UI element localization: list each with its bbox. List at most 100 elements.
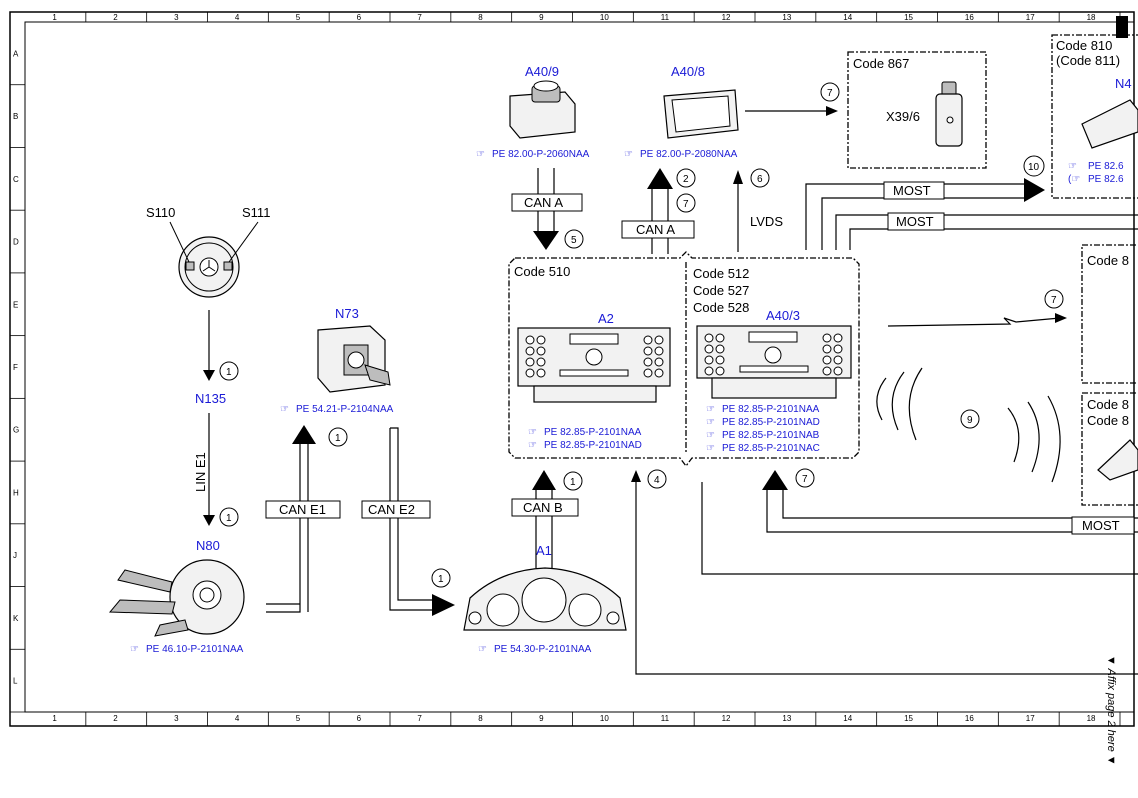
- grid-col-label: 12: [722, 13, 731, 22]
- grid-col-label: 2: [113, 714, 118, 723]
- ref-a2-icon-1: ☞: [528, 427, 537, 438]
- grid-col-label: 4: [235, 714, 240, 723]
- usb-connector-icon: [935, 81, 963, 147]
- ref-a40-3-icon-1: ☞: [706, 404, 715, 415]
- label-code-8-g2: Code 8: [1087, 413, 1129, 428]
- grid-col-label: 11: [661, 13, 670, 22]
- radio-button-icon: [654, 357, 664, 367]
- grid-col-label: 8: [478, 714, 483, 723]
- radio-button-icon: [536, 357, 546, 367]
- ref-a40-3-4: PE 82.85-P-2101NAC: [722, 443, 820, 454]
- ref-n80-icon: ☞: [130, 644, 139, 655]
- grid-row-label: D: [13, 238, 19, 247]
- radio-button-icon: [654, 368, 664, 378]
- grid-col-label: 13: [782, 714, 791, 723]
- grid-col-label: 10: [600, 13, 609, 22]
- circle-7d: 7: [1051, 295, 1057, 306]
- label-x39-6: X39/6: [886, 109, 920, 124]
- circle-1e: 1: [570, 477, 576, 488]
- grid-col-label: 7: [417, 714, 422, 723]
- head-unit-envelope: [508, 251, 860, 468]
- radio-button-icon: [536, 346, 546, 356]
- ignition-switch-icon: [317, 325, 391, 393]
- grid-col-label: 6: [357, 13, 362, 22]
- label-can-b: CAN B: [523, 500, 563, 515]
- label-s110: S110: [146, 205, 175, 220]
- ref-n73: PE 54.21-P-2104NAA: [296, 404, 394, 415]
- label-can-e2: CAN E2: [368, 502, 415, 517]
- grid-col-label: 17: [1026, 13, 1035, 22]
- radio-button-icon: [822, 333, 832, 343]
- radio-button-icon: [822, 355, 832, 365]
- circle-1b: 1: [226, 513, 232, 524]
- label-a2: A2: [598, 311, 614, 326]
- radio-button-icon: [833, 344, 843, 354]
- grid-row-label: J: [13, 551, 17, 560]
- circle-1a: 1: [226, 367, 232, 378]
- radio-button-icon: [715, 355, 725, 365]
- ref-a40-3-icon-3: ☞: [706, 430, 715, 441]
- radio-button-icon: [704, 366, 714, 376]
- ref-a40-3-icon-4: ☞: [706, 443, 715, 454]
- ref-a2-1: PE 82.85-P-2101NAA: [544, 427, 642, 438]
- corner-mark: [1116, 16, 1128, 38]
- grid-col-label: 16: [965, 714, 974, 723]
- label-code-8-e: Code 8: [1087, 253, 1129, 268]
- grid-col-label: 9: [539, 13, 544, 22]
- grid-col-label: 12: [722, 714, 731, 723]
- label-code-528: Code 528: [693, 300, 749, 315]
- circle-9: 9: [967, 415, 973, 426]
- ref-a40-8: PE 82.00-P-2080NAA: [640, 149, 738, 160]
- ref-a40-3-3: PE 82.85-P-2101NAB: [722, 430, 820, 441]
- circle-10: 10: [1028, 162, 1040, 173]
- ref-right-2: PE 82.6: [1088, 174, 1124, 185]
- label-s111: S111: [242, 205, 270, 220]
- grid-row-label: B: [13, 112, 18, 121]
- ref-a2-icon-2: ☞: [528, 440, 537, 451]
- label-code-8-g1: Code 8: [1087, 397, 1129, 412]
- grid-row-label: L: [13, 677, 18, 686]
- grid-col-label: 16: [965, 13, 974, 22]
- most-1-box: [883, 181, 945, 200]
- radio-button-icon: [715, 366, 725, 376]
- ref-n73-icon: ☞: [280, 404, 289, 415]
- circle-7a: 7: [827, 88, 833, 99]
- label-n4x: N4: [1115, 76, 1132, 91]
- grid-col-label: 11: [661, 714, 670, 723]
- radio-button-icon: [525, 368, 535, 378]
- label-code-510: Code 510: [514, 264, 570, 279]
- circle-2: 2: [683, 174, 689, 185]
- ref-right-icon-1: ☞: [1068, 161, 1077, 172]
- grid-col-label: 1: [52, 714, 57, 723]
- circle-4: 4: [654, 475, 660, 486]
- ref-right-1: PE 82.6: [1088, 161, 1124, 172]
- grid-ticks: 1122334455667788991010111112121313141415…: [10, 12, 1121, 726]
- grid-col-label: 15: [904, 13, 913, 22]
- instrument-cluster-icon: [463, 567, 627, 631]
- label-most-1: MOST: [893, 183, 931, 198]
- grid-row-label: C: [13, 175, 19, 184]
- radio-button-icon: [536, 368, 546, 378]
- label-most-2: MOST: [896, 214, 934, 229]
- grid-col-label: 1: [52, 13, 57, 22]
- label-code-810: Code 810: [1056, 38, 1112, 53]
- grid-col-label: 4: [235, 13, 240, 22]
- ref-a40-9-icon: ☞: [476, 149, 485, 160]
- grid-col-label: 10: [600, 714, 609, 723]
- radio-button-icon: [654, 346, 664, 356]
- label-n135: N135: [195, 391, 226, 406]
- circle-7c: 7: [802, 474, 808, 485]
- ref-a40-3-icon-2: ☞: [706, 417, 715, 428]
- label-code-811: (Code 811): [1056, 53, 1120, 68]
- radio-button-icon: [525, 357, 535, 367]
- label-a40-8: A40/8: [671, 64, 705, 79]
- radio-button-icon: [715, 344, 725, 354]
- label-n73: N73: [335, 306, 359, 321]
- grid-col-label: 7: [417, 13, 422, 22]
- circle-5: 5: [571, 235, 577, 246]
- radio-button-icon: [643, 335, 653, 345]
- label-can-a-down: CAN A: [524, 195, 563, 210]
- ref-a2-2: PE 82.85-P-2101NAD: [544, 440, 642, 451]
- radio-button-icon: [704, 344, 714, 354]
- radio-button-icon: [822, 344, 832, 354]
